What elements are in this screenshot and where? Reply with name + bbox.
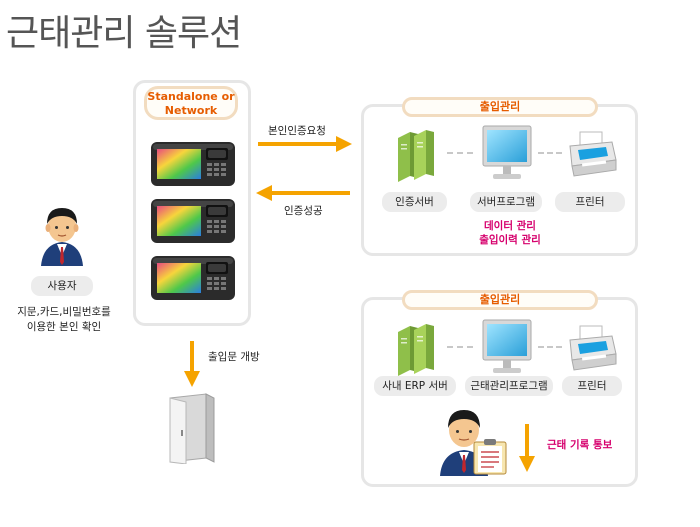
- chip-printer-bottom: 프린터: [562, 376, 622, 396]
- chip-printer-top: 프린터: [555, 192, 625, 212]
- data-management-line2: 출입이력 관리: [479, 234, 541, 246]
- monitor-icon-bottom: [482, 319, 532, 373]
- arrow-left-icon: [256, 185, 350, 201]
- door-open-label: 출입문 개방: [208, 351, 260, 363]
- manager-with-clipboard-icon: [440, 410, 507, 476]
- printer-icon: [569, 131, 617, 177]
- chip-auth-server: 인증서버: [382, 192, 447, 212]
- device-panel-label-line2: Network: [164, 104, 218, 117]
- user-description-line1: 지문,카드,비밀번호를: [17, 306, 111, 318]
- chip-attendance-program: 근태관리프로그램: [465, 376, 553, 396]
- door-icon: [169, 393, 215, 464]
- arrow-down-icon: [184, 341, 200, 387]
- server-icon: [398, 130, 434, 182]
- printer-icon-bottom: [569, 325, 617, 371]
- user-label: 사용자: [31, 276, 93, 296]
- chip-server-program: 서버프로그램: [470, 192, 542, 212]
- terminal-device-3-icon: [151, 256, 235, 300]
- data-management-line1: 데이터 관리: [484, 220, 536, 232]
- erp-server-icon: [398, 324, 434, 376]
- terminal-device-1-icon: [151, 142, 235, 186]
- auth-success-label: 인증성공: [284, 205, 323, 217]
- access-panel-top-pill: 출입관리: [402, 97, 598, 117]
- monitor-icon: [482, 125, 532, 179]
- user-icon: [41, 208, 83, 266]
- arrow-right-icon: [258, 136, 352, 152]
- access-panel-bottom-pill: 출입관리: [402, 290, 598, 310]
- terminal-device-2-icon: [151, 199, 235, 243]
- connector-top-2: [538, 152, 562, 154]
- user-description-line2: 이용한 본인 확인: [26, 321, 102, 333]
- connector-bottom-2: [538, 346, 562, 348]
- device-panel-label-line1: Standalone or: [147, 90, 235, 103]
- page-title: 근태관리 솔루션: [6, 13, 242, 54]
- user-description: 지문,카드,비밀번호를 이용한 본인 확인: [14, 305, 114, 335]
- chip-erp-server: 사내 ERP 서버: [374, 376, 456, 396]
- auth-request-label: 본인인증요청: [268, 125, 326, 137]
- report-arrow-down-icon: [519, 424, 535, 472]
- connector-top-1: [447, 152, 473, 154]
- device-panel-label: Standalone or Network: [144, 86, 238, 120]
- connector-bottom-1: [447, 346, 473, 348]
- data-management-note: 데이터 관리 출입이력 관리: [440, 219, 580, 247]
- attendance-report-label: 근태 기록 통보: [547, 439, 613, 451]
